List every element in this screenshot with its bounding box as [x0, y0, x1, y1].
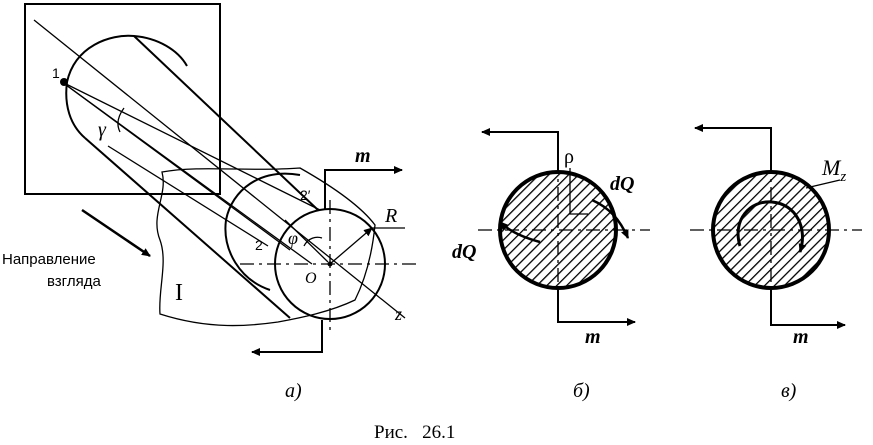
panel-b: m ρ dQ dQ б)	[452, 128, 650, 402]
caption-a: а)	[285, 380, 302, 402]
view-direction-line1: Направление	[2, 251, 96, 268]
label-phi: φ	[288, 228, 298, 248]
view-direction-arrow	[81, 208, 151, 258]
cylinder-top-generator	[133, 35, 319, 211]
diagonal-1	[33, 19, 406, 319]
label-Mz: Mz	[821, 155, 846, 185]
caption-b: б)	[573, 380, 590, 402]
label-Mz-main: M	[821, 155, 842, 180]
label-rho: ρ	[564, 146, 574, 168]
label-Mz-sub: z	[839, 169, 846, 185]
view-direction-line2: взгляда	[47, 273, 101, 290]
label-dQ-right: dQ	[610, 173, 634, 195]
section-plane-square	[24, 3, 221, 195]
force-arrow-bottom-b	[557, 290, 636, 326]
gamma-arc	[117, 107, 125, 133]
force-arrow-m-top	[324, 166, 403, 210]
label-I: I	[175, 280, 183, 306]
dQ-arrow-left	[499, 221, 541, 244]
label-z: z	[394, 304, 402, 324]
force-arrow-bottom-v	[770, 290, 846, 329]
rho-indicator	[569, 168, 588, 215]
diagonal-4	[61, 81, 291, 251]
cylinder-far-cap	[66, 34, 188, 83]
origin-dot	[327, 261, 333, 267]
dQ-arrow-right	[591, 198, 630, 239]
label-O: O	[305, 270, 317, 287]
moment-arc-Mz	[736, 200, 807, 253]
diagonal-6	[284, 219, 329, 263]
section-outline-I	[156, 167, 376, 327]
phi-arc	[303, 236, 323, 247]
label-m-b: m	[585, 326, 601, 348]
panel-a: 1 γ m 2′ 2 φ R O z I Направление	[2, 3, 418, 402]
figure-caption: Рис. 26.1	[374, 422, 455, 443]
force-arrow-bottom-a	[251, 320, 323, 356]
label-m-v: m	[793, 326, 809, 348]
label-2: 2	[255, 237, 263, 253]
diagonal-5	[107, 145, 269, 247]
label-2-prime: 2′	[300, 187, 311, 203]
label-dQ-left: dQ	[452, 241, 476, 263]
label-m-top: m	[355, 145, 371, 167]
diagonal-2	[61, 81, 321, 211]
Mz-leader	[805, 179, 841, 189]
cylinder-far-cap-lower	[65, 81, 86, 139]
label-R: R	[384, 205, 397, 227]
cylinder-bottom-generator	[84, 137, 291, 319]
panel-v: m Mz в)	[690, 124, 862, 402]
force-arrow-top-b	[481, 128, 559, 172]
caption-v: в)	[781, 380, 797, 402]
label-gamma: γ	[98, 119, 107, 141]
force-arrow-top-v	[694, 124, 772, 172]
radius-arrow-R	[329, 227, 373, 265]
label-point-1: 1	[52, 65, 60, 81]
point-1-dot	[60, 78, 68, 86]
